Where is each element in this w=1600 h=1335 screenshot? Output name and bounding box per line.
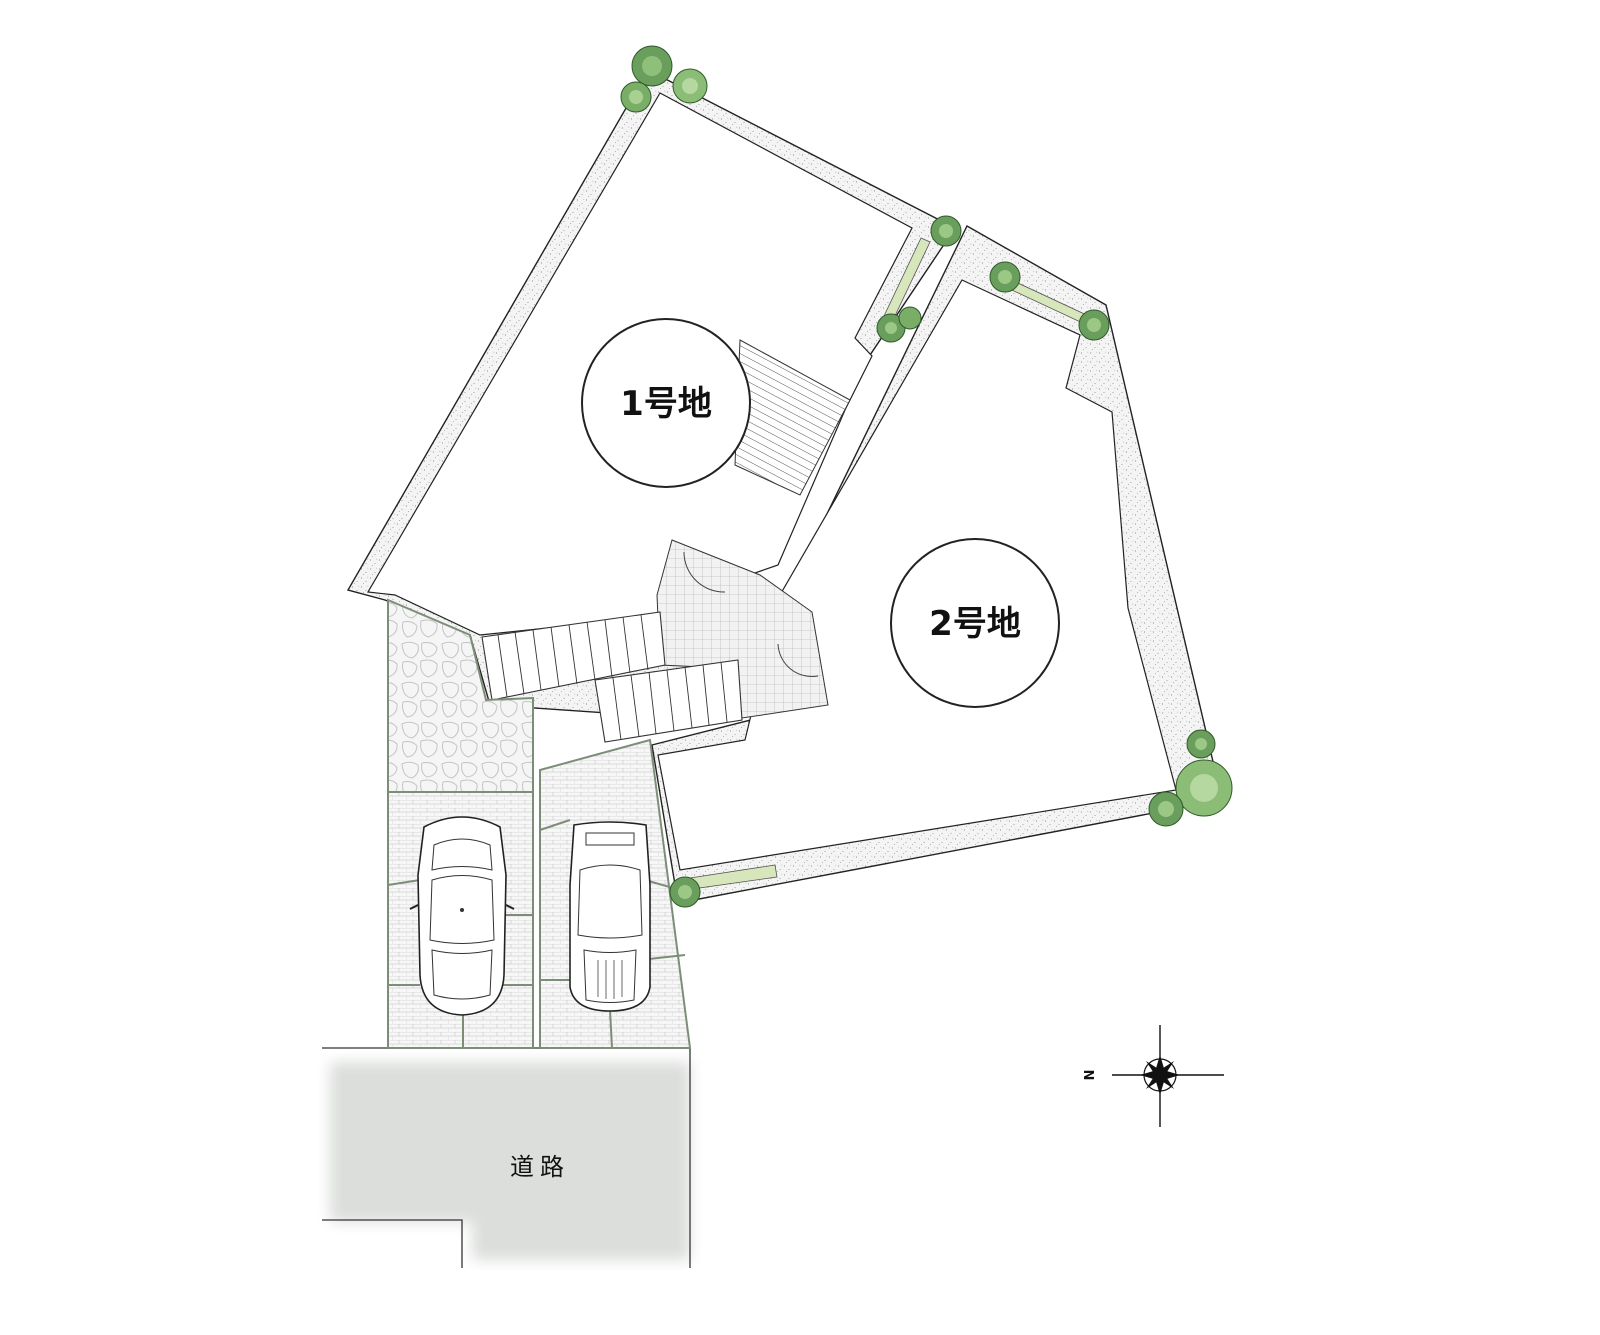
lot-2-badge: 2号地 <box>890 538 1060 708</box>
road-area <box>322 1047 691 1268</box>
lot-2-label: 2号地 <box>929 604 1021 644</box>
tree-icon <box>876 313 906 343</box>
tree-icon <box>672 68 708 104</box>
stairs-lower <box>594 659 743 743</box>
tree-icon <box>898 306 922 330</box>
compass-icon: N <box>1080 1025 1224 1127</box>
stairs-upper <box>481 611 666 701</box>
tree-icon <box>1078 309 1110 341</box>
road-edge-line <box>322 1219 463 1268</box>
north-label: N <box>1080 1070 1095 1081</box>
tree-icon <box>669 876 701 908</box>
tree-icon <box>631 45 673 87</box>
lot-1-badge: 1号地 <box>581 318 751 488</box>
tree-icon <box>989 261 1021 293</box>
lot-1-label: 1号地 <box>620 384 712 424</box>
trees <box>620 45 1233 908</box>
tree-icon <box>1175 759 1233 817</box>
car-1 <box>409 816 515 1016</box>
shared-entrance <box>481 339 851 743</box>
car-2 <box>569 821 651 1012</box>
tree-icon <box>1186 729 1216 759</box>
tree-icon <box>930 215 962 247</box>
tree-icon <box>620 81 652 113</box>
road-label: 道路 <box>510 1153 570 1181</box>
tree-icon <box>1148 791 1184 827</box>
